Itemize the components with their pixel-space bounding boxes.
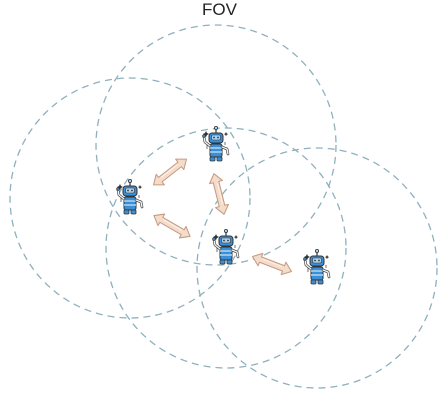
double-arrow-icon <box>148 153 192 191</box>
robot-icon <box>211 228 240 266</box>
diagram-title: FOV <box>202 0 237 19</box>
robot-icon <box>302 248 331 286</box>
double-arrow-icon <box>249 249 295 279</box>
robot-icon <box>115 178 144 216</box>
fov-circles <box>9 24 438 389</box>
fov-circle-robot-right <box>196 147 438 389</box>
fov-circle-robot-center <box>105 127 347 369</box>
double-arrow-icon <box>150 209 194 243</box>
fov-circle-robot-top <box>95 24 337 266</box>
fov-circle-robot-left <box>9 77 251 319</box>
double-arrow-icon <box>206 171 232 217</box>
robot-icon <box>201 125 230 163</box>
